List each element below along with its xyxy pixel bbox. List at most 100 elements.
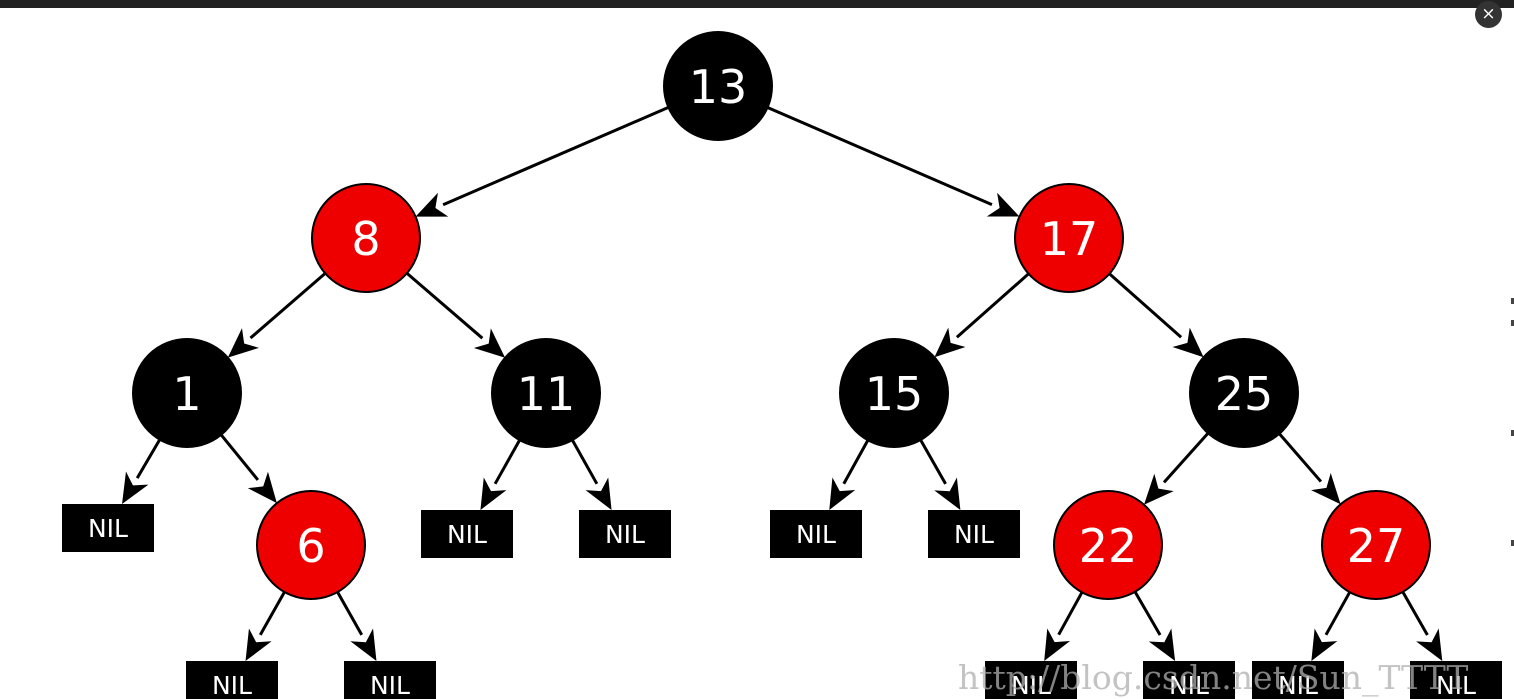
tree-node-11: 11 (491, 338, 601, 448)
nil-leaf: NIL (344, 661, 436, 699)
edge-arrowhead (247, 471, 277, 504)
edge-arrowhead (350, 628, 377, 661)
edge-arrowhead (585, 477, 612, 510)
edge-arrowhead (245, 628, 272, 661)
nil-box (1252, 661, 1344, 699)
nil-leaf: NIL (1410, 661, 1502, 699)
nil-box (579, 510, 671, 558)
nil-box (770, 510, 862, 558)
node-label: 8 (351, 212, 380, 266)
node-label: 17 (1040, 212, 1099, 266)
edge-arrowhead (1311, 473, 1341, 505)
tree-edge (1324, 591, 1352, 636)
nil-box (186, 661, 278, 699)
nil-leaf: NIL (1252, 661, 1344, 699)
node-label: 1 (172, 367, 201, 421)
node-circle (1321, 490, 1431, 600)
edge-arrowhead (473, 328, 506, 358)
node-label: 11 (517, 367, 576, 421)
node-circle (1014, 183, 1124, 293)
edge-arrowhead (934, 477, 961, 510)
nil-label: NIL (88, 514, 128, 543)
nil-box (1143, 661, 1235, 699)
tree-edge (442, 106, 670, 207)
tree-edge (766, 106, 993, 206)
nil-leaf: NIL (770, 510, 862, 558)
tree-node-27: 27 (1321, 490, 1431, 600)
node-circle (311, 183, 421, 293)
node-circle (132, 338, 242, 448)
node-label: 15 (865, 367, 924, 421)
nil-label: NIL (1436, 671, 1476, 699)
tree-edge (842, 439, 870, 485)
edge-arrowhead (1144, 473, 1174, 505)
tree-edge (249, 272, 327, 340)
nil-leaf: NIL (62, 504, 154, 552)
nil-label: NIL (1011, 671, 1051, 699)
tree-node-1: 1 (132, 338, 242, 448)
node-circle (839, 338, 949, 448)
tree-edge (1133, 590, 1162, 636)
nil-leaf: NIL (985, 661, 1077, 699)
node-circle (1053, 490, 1163, 600)
viewer-top-bar (0, 0, 1514, 8)
edge-arrowhead (1148, 628, 1176, 661)
node-label: 22 (1079, 519, 1138, 573)
edge-mark (1511, 540, 1514, 546)
edge-mark (1511, 430, 1514, 436)
edge-arrowhead (829, 477, 856, 510)
nil-box (421, 510, 513, 558)
edge-arrowhead (1416, 628, 1443, 661)
node-label: 6 (296, 519, 325, 573)
nil-label: NIL (796, 520, 836, 549)
tree-edge (955, 272, 1030, 339)
nil-label: NIL (954, 520, 994, 549)
nil-leaf: NIL (1143, 661, 1235, 699)
tree-edge (1057, 591, 1084, 636)
nil-box (985, 661, 1077, 699)
edge-mark (1511, 320, 1514, 326)
edge-arrowhead (415, 192, 449, 217)
edge-arrowhead (122, 471, 149, 504)
close-icon[interactable]: × (1475, 1, 1502, 28)
nil-box (344, 661, 436, 699)
nil-label: NIL (605, 520, 645, 549)
edge-arrowhead (227, 328, 260, 358)
nil-label: NIL (370, 671, 410, 699)
edge-arrowhead (480, 477, 507, 510)
tree-edge (135, 438, 162, 479)
tree-edge (919, 439, 947, 485)
node-circle (491, 338, 601, 448)
tree-node-8: 8 (311, 183, 421, 293)
edge-arrowhead (1311, 628, 1338, 661)
tree-edge (336, 591, 364, 636)
right-edge-strip (1507, 8, 1514, 699)
nil-label: NIL (1169, 671, 1209, 699)
nil-leaf: NIL (928, 510, 1020, 558)
edge-arrowhead (934, 327, 966, 358)
nil-box (928, 510, 1020, 558)
tree-node-17: 17 (1014, 183, 1124, 293)
edge-mark (1511, 298, 1514, 304)
edge-arrowhead (986, 192, 1020, 217)
tree-edge (258, 591, 286, 636)
nil-box (62, 504, 154, 552)
tree-edge (1108, 272, 1183, 339)
nil-label: NIL (212, 671, 252, 699)
tree-node-13: 13 (663, 31, 773, 141)
nil-label: NIL (447, 520, 487, 549)
edge-arrowhead (1044, 628, 1071, 661)
tree-edges (122, 106, 1443, 661)
nil-leaf: NIL (186, 661, 278, 699)
tree-node-22: 22 (1053, 490, 1163, 600)
node-circle (663, 31, 773, 141)
tree-edge (1162, 432, 1210, 484)
nil-label: NIL (1278, 671, 1318, 699)
nil-leaf: NIL (421, 510, 513, 558)
tree-edge (493, 439, 521, 485)
node-circle (256, 490, 366, 600)
nil-box (1410, 661, 1502, 699)
tree-edge (405, 272, 484, 340)
